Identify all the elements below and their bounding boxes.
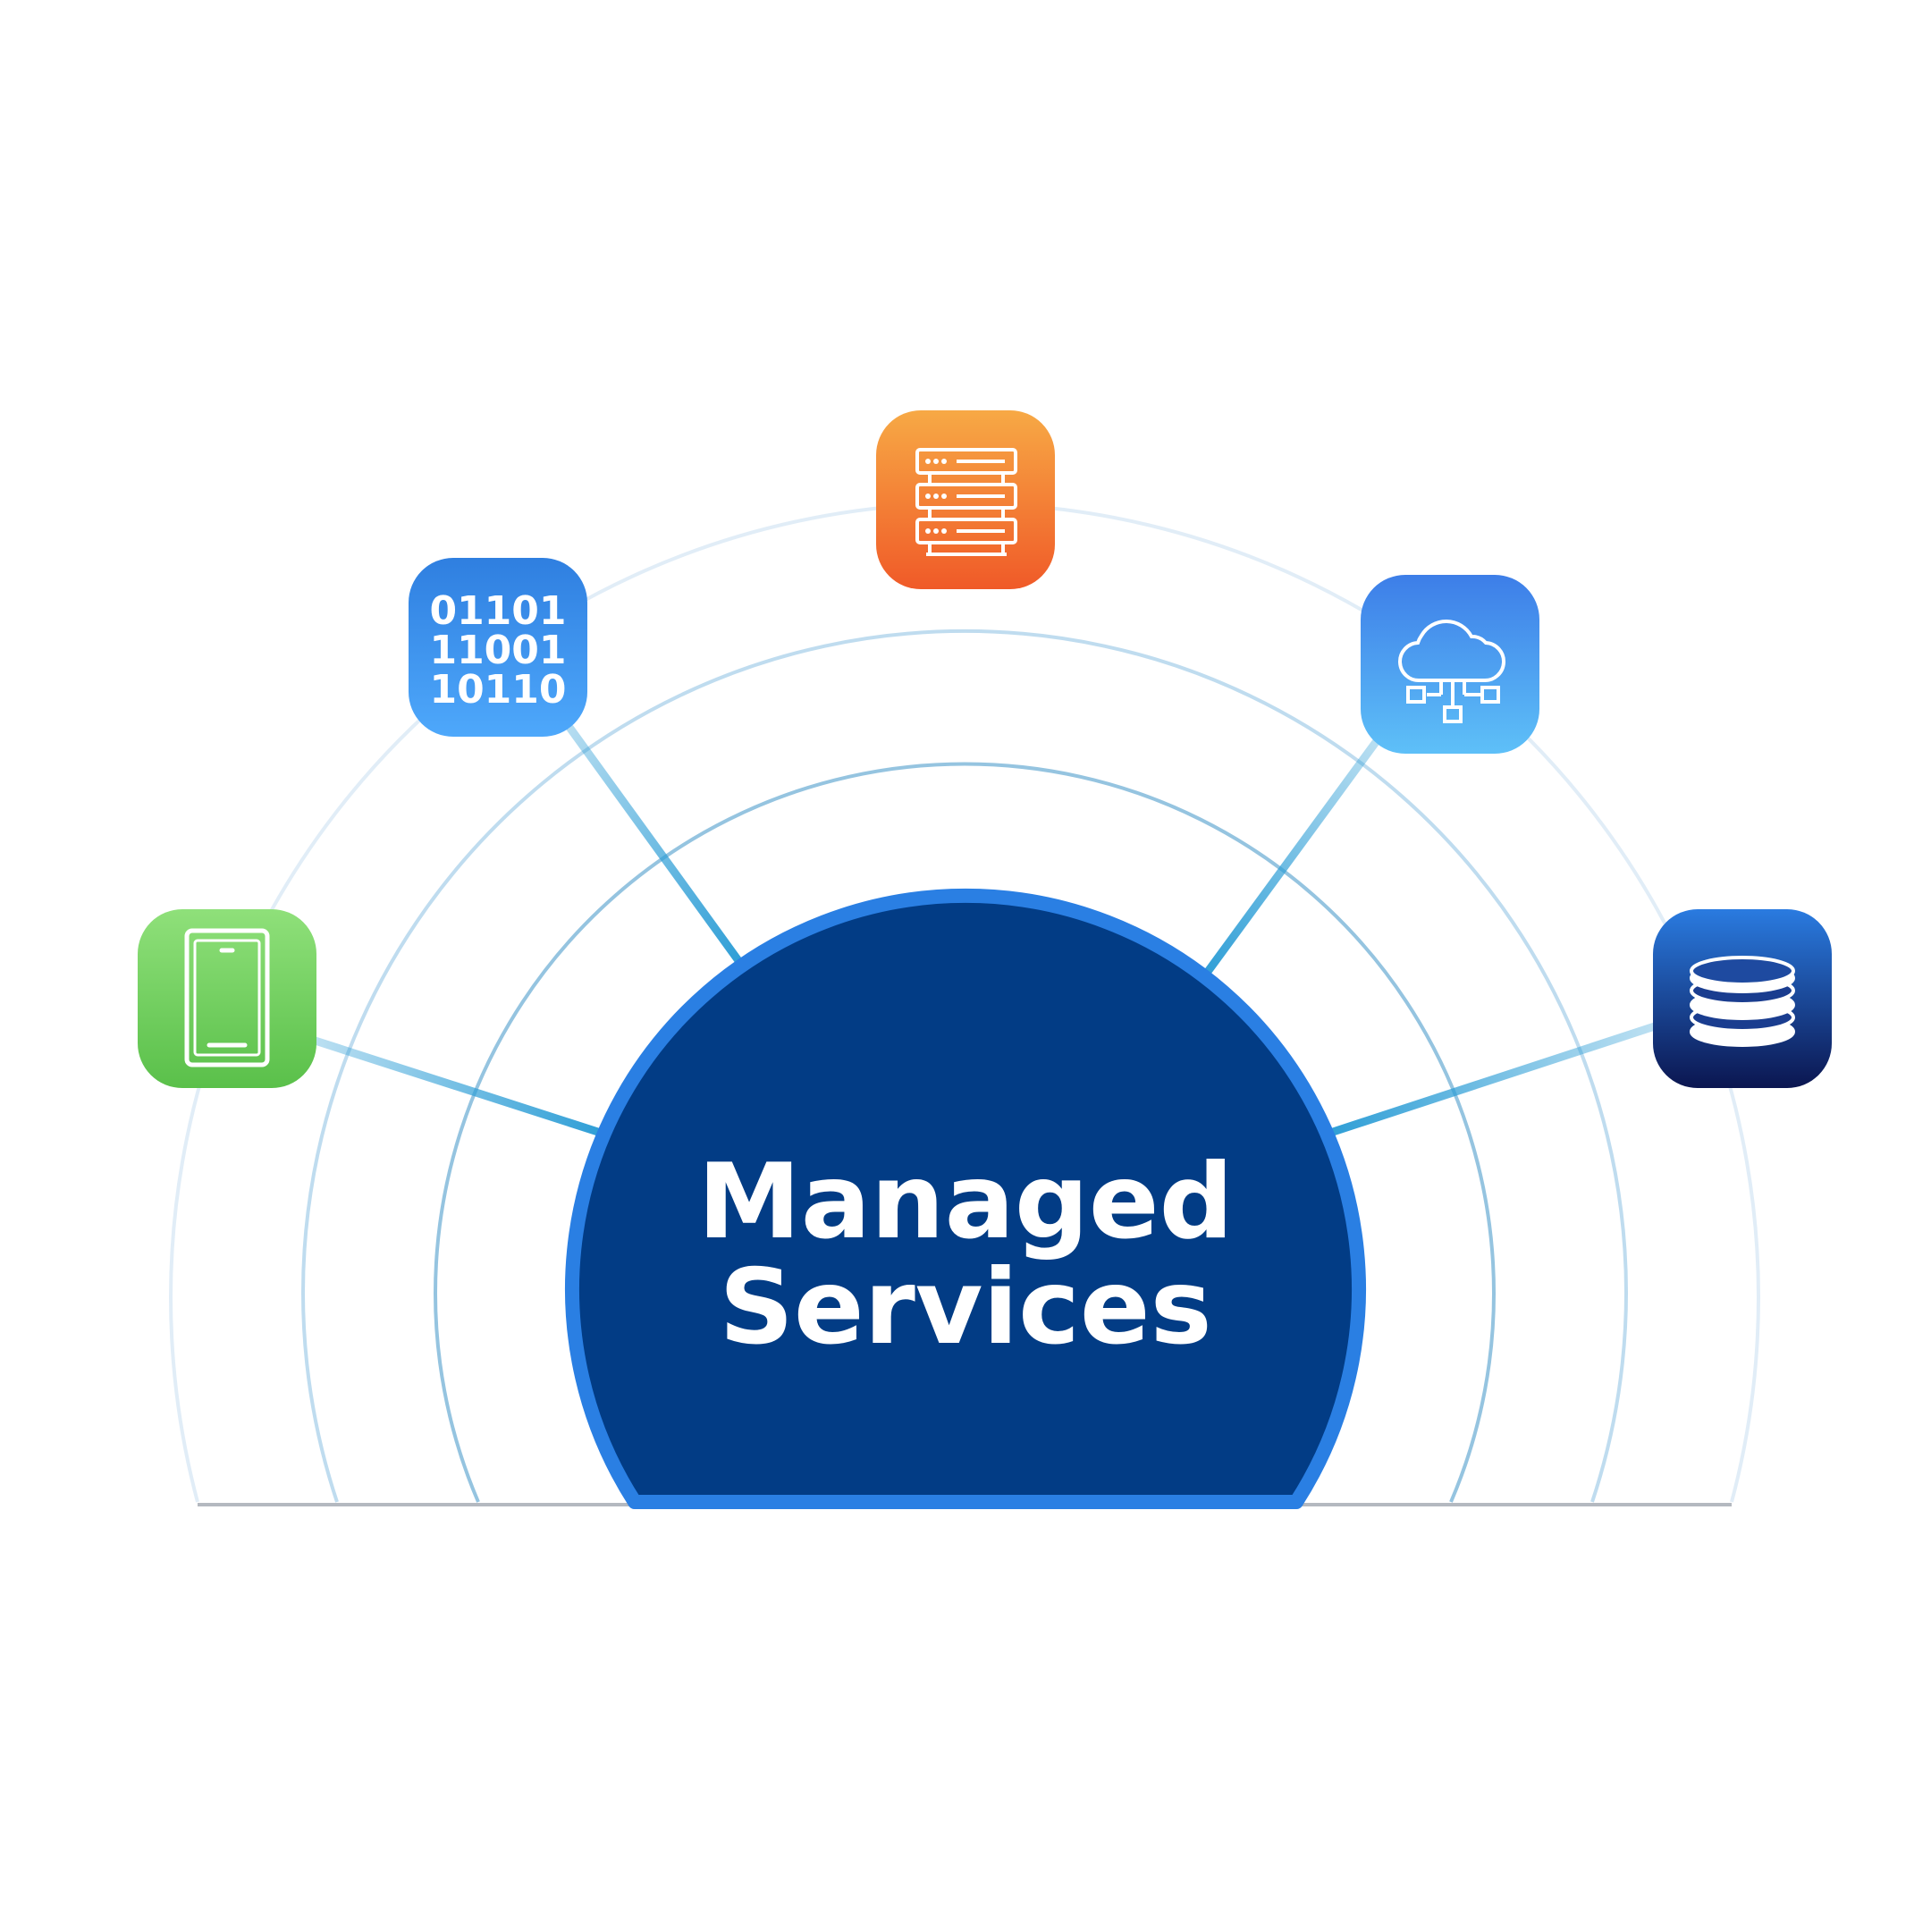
database-tile[interactable] bbox=[1653, 909, 1832, 1088]
cloud-tile[interactable] bbox=[1361, 575, 1539, 754]
binary-line-1: 01101 bbox=[429, 588, 566, 634]
connector-lines bbox=[302, 590, 1665, 1138]
binary-line-2: 11001 bbox=[429, 628, 566, 673]
hub-circle bbox=[565, 888, 1366, 1509]
binary-data-icon: 01101 11001 10110 bbox=[429, 588, 566, 713]
mobile-phone-icon bbox=[184, 928, 270, 1067]
hub-title-line2: Services bbox=[719, 1247, 1211, 1368]
binary-line-3: 10110 bbox=[429, 667, 566, 713]
server-tile[interactable] bbox=[876, 410, 1055, 589]
connector-mobile bbox=[302, 1033, 605, 1138]
database-icon bbox=[1690, 956, 1795, 1047]
mobile-tile[interactable] bbox=[138, 909, 316, 1088]
server-rack-icon bbox=[915, 448, 1017, 556]
connector-binary bbox=[551, 704, 746, 968]
connector-cloud bbox=[1199, 726, 1389, 982]
connector-database bbox=[1326, 1019, 1665, 1138]
hub-title-line1: Managed bbox=[697, 1142, 1233, 1262]
hub: Managed Services bbox=[565, 888, 1366, 1509]
server-leds bbox=[925, 459, 947, 534]
binary-tile[interactable]: 01101 11001 10110 bbox=[409, 558, 587, 737]
cloud-network-icon bbox=[1398, 620, 1505, 723]
